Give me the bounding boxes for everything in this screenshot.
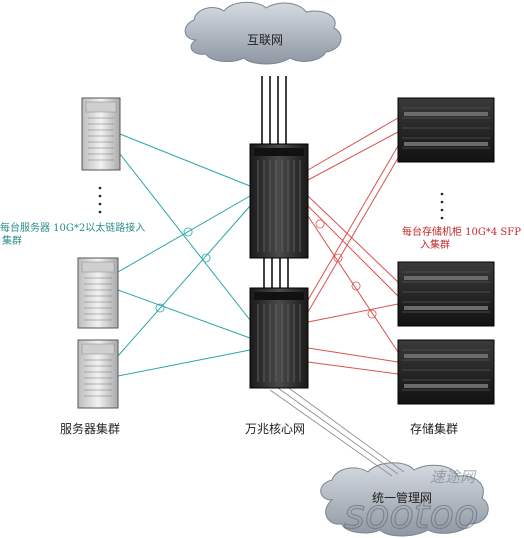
server-links (117, 133, 251, 377)
switch-interlinks (263, 258, 289, 290)
management-links (269, 385, 405, 477)
storage-note-line2: 入集群 (420, 240, 450, 251)
storage-cluster-label: 存储集群 (410, 422, 459, 436)
storage-cabinet-icon (397, 97, 495, 163)
server-note-line2: 集群 (2, 236, 22, 247)
server-cluster-label: 服务器集群 (60, 422, 121, 436)
server-ellipsis (98, 186, 102, 214)
core-switch-icon (249, 143, 309, 259)
internet-cloud-icon (184, 1, 342, 65)
management-network-label: 统一管理网 (372, 491, 433, 505)
svg-text:速途网: 速途网 (430, 468, 477, 486)
server-tower-icon (81, 97, 121, 171)
watermark-logo: 速途网 sootoo (343, 468, 479, 538)
storage-ellipsis (440, 192, 444, 220)
core-switch-icon (249, 287, 309, 389)
server-tower-icon (77, 257, 119, 329)
storage-cabinet-icon (397, 339, 495, 405)
storage-links (307, 117, 399, 375)
internet-label: 互联网 (247, 33, 284, 47)
management-cloud-icon (320, 462, 489, 537)
server-note-line1: 每台服务器 10G*2以太链路接入 (0, 223, 146, 234)
core-network-label: 万兆核心网 (245, 422, 306, 436)
storage-note-line1: 每台存储机柜 10G*4 SFP (402, 227, 521, 238)
internet-uplinks (261, 76, 287, 146)
storage-cabinet-icon (397, 261, 495, 327)
server-tower-icon (77, 339, 119, 409)
svg-text:sootoo: sootoo (344, 492, 478, 538)
